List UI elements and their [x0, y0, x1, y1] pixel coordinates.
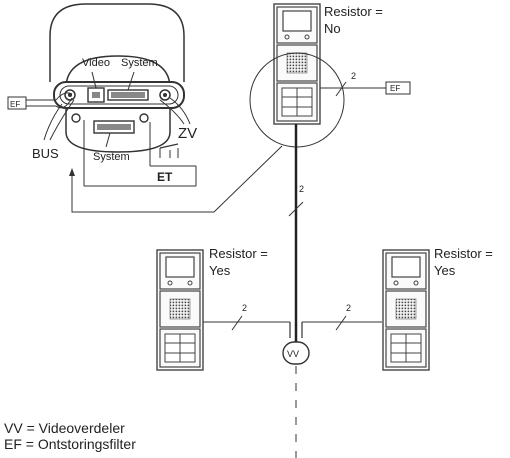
system-bottom-label: System — [93, 151, 130, 163]
resistor-right-label: Resistor = — [434, 246, 493, 261]
et-label: ET — [157, 170, 173, 184]
ef-right-label: EF — [390, 84, 400, 93]
door-panel-right — [382, 249, 430, 371]
bus-label: BUS — [32, 146, 59, 161]
ef-left-label: EF — [10, 100, 20, 109]
system-module — [7, 3, 283, 213]
video-label: Video — [82, 57, 110, 69]
door-panel-left — [156, 249, 204, 371]
legend-vv: VV = Videoverdeler — [4, 420, 125, 436]
resistor-top-label: Resistor = — [324, 4, 383, 19]
system-top-label: System — [121, 57, 158, 69]
wire-count-riser: 2 — [299, 184, 304, 194]
vv-label: VV — [287, 349, 299, 359]
resistor-right-value: Yes — [434, 263, 456, 278]
wire-count-top: 2 — [351, 71, 356, 81]
wire-count-left: 2 — [242, 303, 247, 313]
resistor-left-value: Yes — [209, 263, 231, 278]
legend-ef: EF = Ontstoringsfilter — [4, 436, 136, 452]
legend: VV = Videoverdeler EF = Ontstoringsfilte… — [4, 420, 136, 452]
resistor-left-label: Resistor = — [209, 246, 268, 261]
wire-count-right: 2 — [346, 303, 351, 313]
resistor-top-value: No — [324, 21, 341, 36]
zv-label: ZV — [178, 125, 197, 142]
video-distributor — [282, 322, 310, 365]
